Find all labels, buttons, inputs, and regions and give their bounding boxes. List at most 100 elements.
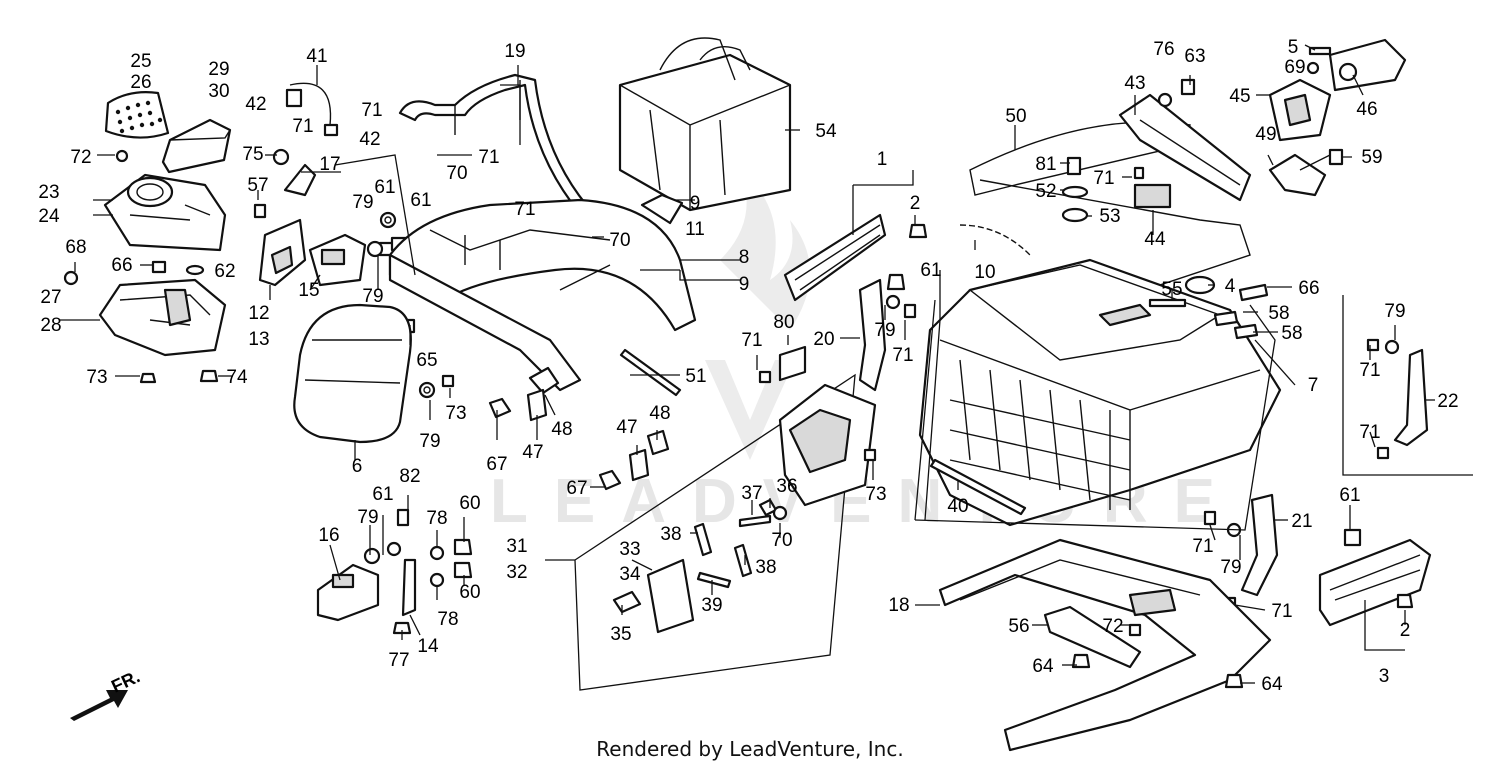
callout-82: 82 (399, 466, 420, 487)
part-bracket-20 (858, 278, 917, 392)
callout-61: 61 (374, 177, 395, 198)
callout-66: 66 (111, 255, 132, 276)
callout-73: 73 (865, 484, 886, 505)
callout-64: 64 (1261, 674, 1283, 695)
fasteners-4-66-58 (1148, 275, 1269, 340)
callout-72: 72 (70, 147, 91, 168)
callout-47: 47 (616, 417, 637, 438)
part-luggage-bag (618, 37, 792, 212)
callout-71: 71 (361, 100, 382, 121)
callout-58: 58 (1268, 303, 1289, 324)
fasteners-81-52-53 (1061, 156, 1145, 223)
part-stay-17 (283, 163, 317, 197)
callout-2: 2 (910, 193, 921, 214)
callout-30: 30 (208, 81, 229, 102)
callout-69: 69 (1284, 57, 1305, 78)
part-hinge-15 (308, 233, 367, 287)
part-lock-45 (1268, 38, 1407, 142)
callout-76: 76 (1153, 39, 1174, 60)
callout-66: 66 (1298, 278, 1319, 299)
callout-13: 13 (248, 329, 269, 350)
callout-54: 54 (815, 121, 837, 142)
callout-73: 73 (445, 403, 466, 424)
callout-61: 61 (1339, 485, 1360, 506)
callout-5: 5 (1288, 37, 1299, 58)
callout-70: 70 (771, 530, 792, 551)
callout-42: 42 (245, 94, 266, 115)
callout-73: 73 (86, 367, 107, 388)
callout-32: 32 (506, 562, 527, 583)
callout-38: 38 (660, 524, 681, 545)
callout-79: 79 (362, 286, 383, 307)
callout-59: 59 (1361, 147, 1382, 168)
callout-71: 71 (741, 330, 762, 351)
part-cable-41 (285, 82, 339, 137)
callout-20: 20 (813, 329, 834, 350)
callout-9: 9 (690, 193, 701, 214)
part-tail-light-3 (1318, 528, 1432, 627)
callout-1: 1 (877, 149, 888, 170)
callout-57: 57 (247, 175, 268, 196)
callout-15: 15 (298, 280, 319, 301)
callout-26: 26 (130, 72, 151, 93)
callout-71: 71 (1271, 601, 1292, 622)
part-plate-9 (640, 193, 684, 225)
callout-12: 12 (248, 303, 269, 324)
callout-71: 71 (292, 116, 313, 137)
part-backrest-pad (293, 303, 412, 444)
callout-48: 48 (649, 403, 670, 424)
part-chain-10 (959, 224, 1031, 256)
callout-28: 28 (40, 315, 61, 336)
callout-55: 55 (1161, 279, 1182, 300)
callout-8: 8 (739, 247, 750, 268)
callout-3: 3 (1379, 666, 1390, 687)
callout-24: 24 (38, 206, 60, 227)
callout-11: 11 (685, 219, 705, 240)
callout-22: 22 (1437, 391, 1458, 412)
part-box-cover (161, 118, 232, 174)
callout-78: 78 (426, 508, 447, 529)
callout-37: 37 (741, 483, 762, 504)
callout-50: 50 (1005, 106, 1026, 127)
part-switch-49 (1268, 148, 1344, 197)
callout-71: 71 (1192, 536, 1213, 557)
callout-31: 31 (506, 536, 527, 557)
callout-63: 63 (1184, 46, 1205, 67)
callout-43: 43 (1124, 73, 1145, 94)
callout-75: 75 (242, 144, 263, 165)
part-cover-perforated (104, 91, 170, 139)
part-clip-80 (758, 345, 807, 384)
callout-60: 60 (459, 582, 480, 603)
callout-58: 58 (1281, 323, 1302, 344)
part-bumper-18 (938, 538, 1272, 752)
callout-42: 42 (359, 129, 380, 150)
part-bracket-47-48 (488, 366, 670, 491)
callout-70: 70 (446, 163, 467, 184)
part-bracket-43 (1118, 78, 1252, 202)
part-bracket-56 (1043, 605, 1244, 689)
callout-33: 33 (619, 539, 640, 560)
callout-7: 7 (1308, 375, 1319, 396)
callout-35: 35 (610, 624, 631, 645)
callout-49: 49 (1255, 124, 1276, 145)
front-direction-indicator: FR. (70, 666, 143, 721)
callout-80: 80 (773, 312, 794, 333)
callout-labels: 25 26 29 30 41 42 71 71 42 19 72 75 17 7… (38, 37, 1458, 695)
callout-79: 79 (352, 192, 373, 213)
callout-48: 48 (551, 419, 572, 440)
callout-65: 65 (416, 350, 437, 371)
callout-18: 18 (888, 595, 909, 616)
callout-14: 14 (417, 636, 439, 657)
callout-64: 64 (1032, 656, 1054, 677)
part-hinge-16 (316, 508, 473, 635)
callout-38: 38 (755, 557, 776, 578)
part-trunk-body (918, 258, 1282, 527)
callout-61: 61 (920, 260, 941, 281)
callout-72: 72 (1102, 616, 1123, 637)
callout-79: 79 (357, 507, 378, 528)
callout-45: 45 (1229, 86, 1250, 107)
callout-25: 25 (130, 51, 151, 72)
inner-lid-group (574, 373, 877, 691)
callout-71: 71 (1359, 422, 1380, 443)
part-tail-light-1 (783, 213, 928, 302)
